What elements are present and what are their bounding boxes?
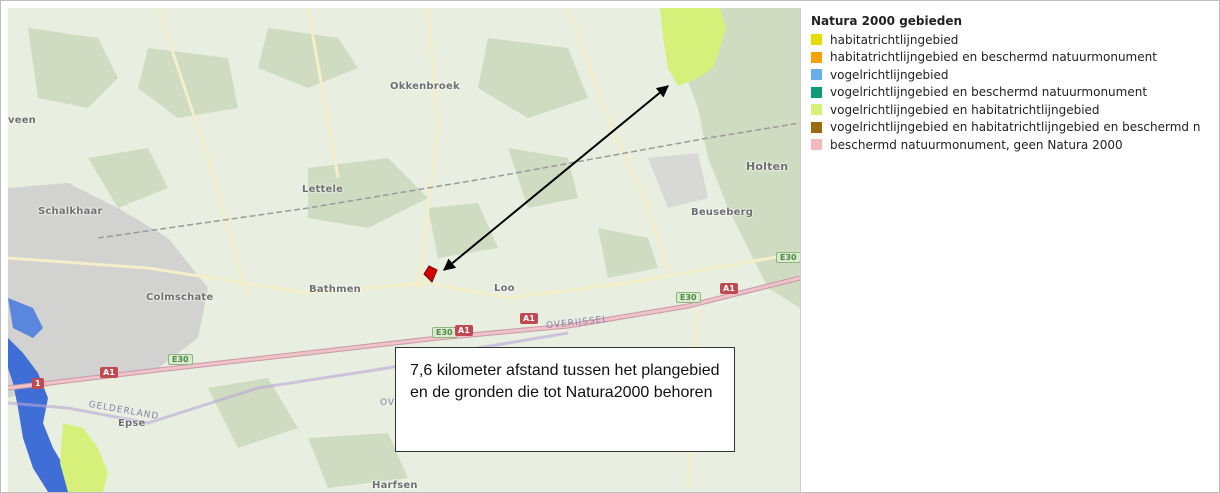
urban-area [8, 183, 208, 398]
legend-item-label: beschermd natuurmonument, geen Natura 20… [830, 137, 1123, 152]
road-shield-a1: A1 [520, 313, 538, 324]
road-shield-1: 1 [32, 378, 44, 389]
legend-swatch [811, 121, 822, 133]
legend-swatch [811, 86, 822, 98]
legend-item: vogelrichtlijngebied en habitatrichtlijn… [811, 101, 1216, 119]
legend-title: Natura 2000 gebieden [811, 14, 963, 28]
distance-arrow [443, 85, 669, 271]
legend-item-label: vogelrichtlijngebied en habitatrichtlijn… [830, 102, 1100, 117]
road-shield-e30: E30 [676, 292, 701, 303]
road-shield-e30: E30 [432, 327, 457, 338]
legend-item: vogelrichtlijngebied en habitatrichtlijn… [811, 119, 1216, 137]
legend: Natura 2000 gebieden habitatrichtlijngeb… [811, 14, 1216, 154]
legend-swatch [811, 104, 822, 116]
place-label-veen: veen [8, 115, 37, 126]
railway [97, 122, 800, 239]
river-ijssel [8, 338, 78, 492]
road-shield-e30: E30 [776, 252, 800, 263]
legend-item-label: habitatrichtlijngebied en beschermd natu… [830, 50, 1157, 65]
place-label-loo: Loo [494, 283, 515, 294]
canal [8, 298, 43, 338]
distance-callout: 7,6 kilometer afstand tussen het plangeb… [395, 347, 735, 452]
road-shield-a1: A1 [455, 325, 473, 336]
legend-item-label: vogelrichtlijngebied [830, 67, 949, 82]
place-label-lettele: Lettele [302, 184, 344, 195]
legend-item-label: vogelrichtlijngebied en beschermd natuur… [830, 85, 1148, 100]
place-label-holten: Holten [746, 160, 789, 173]
place-label-colmschate: Colmschate [146, 292, 214, 303]
legend-swatch [811, 139, 822, 151]
legend-item-label: habitatrichtlijngebied [830, 32, 959, 47]
road-shield-a1: A1 [720, 283, 738, 294]
legend-item-label: vogelrichtlijngebied en habitatrichtlijn… [830, 120, 1201, 135]
legend-swatch [811, 34, 822, 46]
natura2000-area-south [60, 423, 108, 492]
place-label-schalkhaar: Schalkhaar [38, 206, 103, 217]
legend-item: habitatrichtlijngebied [811, 31, 1216, 49]
place-label-bathmen: Bathmen [309, 284, 361, 295]
road-shield-e30: E30 [168, 354, 193, 365]
plan-area-marker [423, 265, 438, 283]
legend-swatch [811, 51, 822, 63]
road-shield-a1: A1 [100, 367, 118, 378]
legend-item: beschermd natuurmonument, geen Natura 20… [811, 136, 1216, 154]
province-label-ov: OV [380, 398, 396, 408]
a1-motorway [8, 276, 800, 390]
map-canvas[interactable]: Okkenbroek veen Holten Lettele Schalkhaa… [8, 8, 801, 492]
place-label-harfsen: Harfsen [372, 480, 418, 491]
legend-item: habitatrichtlijngebied en beschermd natu… [811, 49, 1216, 67]
place-label-epse: Epse [118, 418, 146, 429]
place-label-beuseberg: Beuseberg [691, 207, 754, 218]
legend-swatch [811, 69, 822, 81]
map-base-svg [8, 8, 800, 492]
legend-item: vogelrichtlijngebied en beschermd natuur… [811, 84, 1216, 102]
legend-item: vogelrichtlijngebied [811, 66, 1216, 84]
place-label-okkenbroek: Okkenbroek [390, 81, 460, 92]
natura2000-area-north [660, 8, 726, 86]
